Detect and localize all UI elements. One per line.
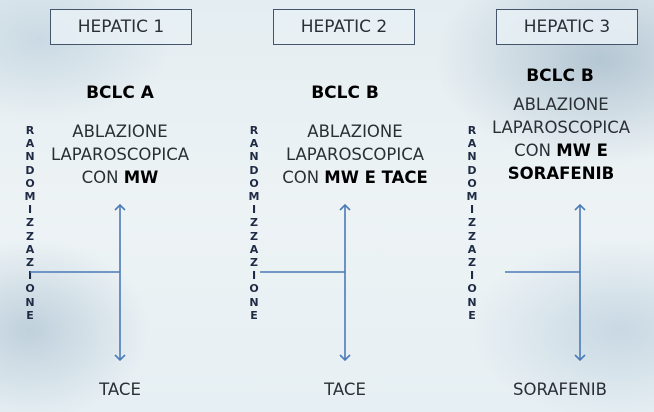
arm-2-desc-line-1: ABLAZIONE [307, 122, 403, 141]
arm-1-desc-line-3: CON MW [81, 168, 159, 187]
arm-2-desc-line-3: CON MW E TACE [282, 168, 428, 187]
arm-2-description: ABLAZIONE LAPAROSCOPICA CON MW E TACE [265, 120, 445, 189]
arm-2-desc-line-2: LAPAROSCOPICA [285, 145, 425, 164]
arm-2-stage: BCLC B [311, 83, 379, 103]
arm-3-desc-line-2: LAPAROSCOPICA [491, 118, 631, 137]
arm-1-stage: BCLC A [86, 83, 154, 103]
arm-3-desc-line-1: ABLAZIONE [513, 95, 609, 114]
arm-1-desc-line-1: ABLAZIONE [72, 122, 168, 141]
arm-3-title: HEPATIC 3 [523, 17, 611, 37]
arm-1-title: HEPATIC 1 [77, 17, 165, 37]
arm-3-randomization-label: RANDOMIZZAZIONE [466, 124, 478, 322]
arm-3-desc-line-4: SORAFENIB [507, 164, 615, 183]
arm-1-title-box: HEPATIC 1 [50, 9, 192, 45]
arm-3-stage: BCLC B [526, 66, 594, 86]
arm-1-description: ABLAZIONE LAPAROSCOPICA CON MW [30, 120, 210, 189]
arm-2-title: HEPATIC 2 [300, 17, 388, 37]
arm-1-desc-line-2: LAPAROSCOPICA [50, 145, 190, 164]
arm-1-comparator: TACE [99, 380, 141, 399]
arm-3-description: ABLAZIONE LAPAROSCOPICA CON MW E SORAFEN… [480, 93, 642, 185]
arm-1-randomization-label: RANDOMIZZAZIONE [24, 124, 36, 322]
arm-2-comparator: TACE [324, 380, 366, 399]
arm-3-title-box: HEPATIC 3 [496, 9, 638, 45]
arm-3-comparator: SORAFENIB [513, 380, 607, 399]
arm-2-title-box: HEPATIC 2 [273, 9, 415, 45]
arm-2-randomization-label: RANDOMIZZAZIONE [248, 124, 260, 322]
arm-3-desc-line-3: CON MW E [514, 141, 608, 160]
